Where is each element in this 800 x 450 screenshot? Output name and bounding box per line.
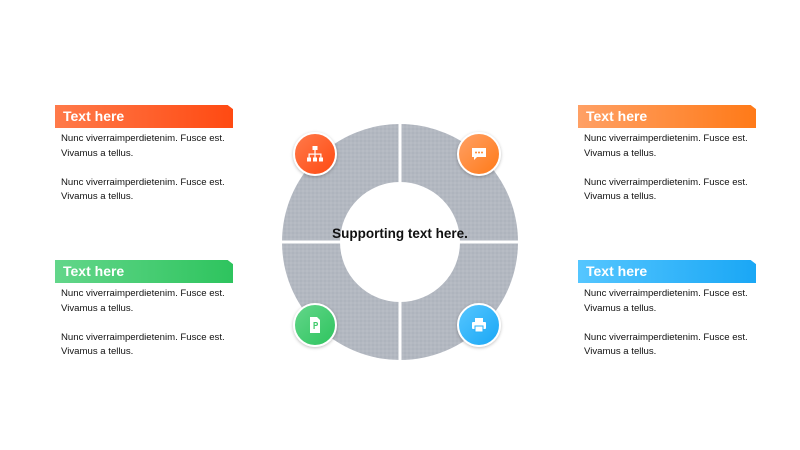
panel-bottom-right-header: Text here <box>578 260 756 283</box>
panel-paragraph-1: Nunc viverraimperdietenim. Fusce est. Vi… <box>584 288 748 314</box>
panel-top-right-body: Nunc viverraimperdietenim. Fusce est. Vi… <box>578 128 756 205</box>
panel-top-left-header: Text here <box>55 105 233 128</box>
panel-paragraph-2: Nunc viverraimperdietenim. Fusce est. Vi… <box>61 331 225 358</box>
ring-center <box>340 182 460 302</box>
printer-icon <box>457 303 501 347</box>
panel-top-right: Text here Nunc viverraimperdietenim. Fus… <box>578 105 756 219</box>
panel-top-left-body: Nunc viverraimperdietenim. Fusce est. Vi… <box>55 128 233 205</box>
panel-bottom-right-body: Nunc viverraimperdietenim. Fusce est. Vi… <box>578 283 756 360</box>
document-p-icon <box>293 303 337 347</box>
panel-paragraph-1: Nunc viverraimperdietenim. Fusce est. Vi… <box>584 133 748 159</box>
panel-title: Text here <box>586 263 648 279</box>
panel-paragraph-2: Nunc viverraimperdietenim. Fusce est. Vi… <box>584 331 748 358</box>
panel-bottom-left-body: Nunc viverraimperdietenim. Fusce est. Vi… <box>55 283 233 360</box>
panel-title: Text here <box>586 108 648 124</box>
panel-top-left: Text here Nunc viverraimperdietenim. Fus… <box>55 105 233 219</box>
sitemap-icon <box>293 132 337 176</box>
panel-paragraph-2: Nunc viverraimperdietenim. Fusce est. Vi… <box>584 176 748 203</box>
panel-paragraph-1: Nunc viverraimperdietenim. Fusce est. Vi… <box>61 133 225 159</box>
panel-title: Text here <box>63 263 125 279</box>
panel-paragraph-1: Nunc viverraimperdietenim. Fusce est. Vi… <box>61 288 225 314</box>
panel-bottom-left: Text here Nunc viverraimperdietenim. Fus… <box>55 260 233 374</box>
panel-bottom-right: Text here Nunc viverraimperdietenim. Fus… <box>578 260 756 374</box>
panel-paragraph-2: Nunc viverraimperdietenim. Fusce est. Vi… <box>61 176 225 203</box>
center-text: Supporting text here. <box>332 226 468 241</box>
chat-icon <box>457 132 501 176</box>
panel-title: Text here <box>63 108 125 124</box>
panel-top-right-header: Text here <box>578 105 756 128</box>
panel-bottom-left-header: Text here <box>55 260 233 283</box>
